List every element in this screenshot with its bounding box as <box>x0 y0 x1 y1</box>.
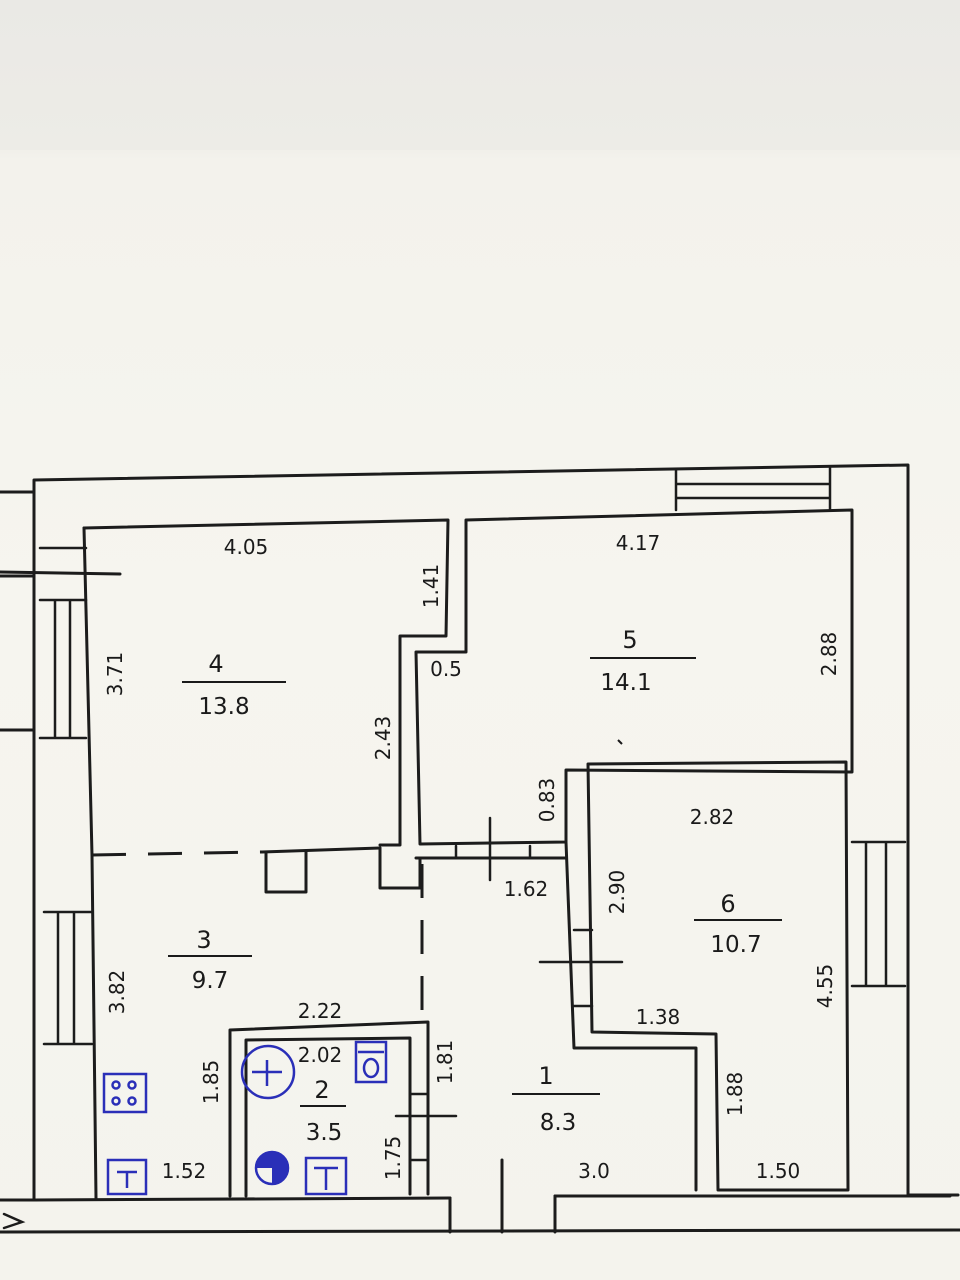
room-6-walls <box>538 760 850 1192</box>
room-area: 9.7 <box>192 968 229 994</box>
dimension-label: 2.02 <box>298 1043 343 1067</box>
room-4-walls <box>82 518 450 857</box>
dimension-label: 1.38 <box>636 1005 681 1029</box>
dimension-label: 0.5 <box>430 657 462 681</box>
room-label-5: 5 14.1 <box>590 626 696 696</box>
window-left-lower <box>42 910 94 1046</box>
room-3-left-wall <box>90 853 98 1200</box>
dimension-label: 2.22 <box>298 999 343 1023</box>
column-stub <box>378 846 422 890</box>
bath-icon <box>240 1044 296 1100</box>
toilet-icon <box>354 1040 388 1084</box>
stove-icon <box>102 1072 148 1114</box>
dimension-label: 1.75 <box>381 1136 405 1181</box>
dimension-label: 1.52 <box>162 1159 207 1183</box>
hall-walls <box>414 816 568 1020</box>
entry-arrow-icon <box>2 1212 26 1230</box>
room-label-1: 1 8.3 <box>512 1062 600 1136</box>
room-label-2: 2 3.5 <box>300 1076 346 1146</box>
dimension-label: 0.83 <box>535 778 559 823</box>
room-number: 1 <box>538 1062 553 1090</box>
dimension-label: 1.41 <box>419 564 443 609</box>
washbasin-icon <box>304 1156 348 1196</box>
room-divider-4-3 <box>91 850 263 857</box>
dimension-label: 3.0 <box>578 1159 610 1183</box>
room-number: 6 <box>720 890 735 918</box>
wall-segment <box>260 846 382 854</box>
room-label-3: 3 9.7 <box>168 926 252 994</box>
paper-top-shadow <box>0 0 960 150</box>
window-right <box>850 840 907 988</box>
dimension-label: 1.50 <box>756 1159 801 1183</box>
dimension-label: 3.82 <box>105 970 129 1015</box>
room-area: 14.1 <box>600 670 651 696</box>
sink-icon <box>106 1158 148 1196</box>
dimension-label: 2.88 <box>817 632 841 677</box>
room-area: 13.8 <box>198 694 249 720</box>
dimension-label: 1.81 <box>433 1040 457 1085</box>
room-number: 2 <box>314 1076 329 1104</box>
room-area: 8.3 <box>540 1110 577 1136</box>
dimension-label: 1.88 <box>723 1072 747 1117</box>
room-label-6: 6 10.7 <box>694 890 782 958</box>
room-number: 3 <box>196 926 211 954</box>
column-stub <box>264 850 308 894</box>
room-number: 5 <box>622 626 637 654</box>
pencil-mark <box>617 739 623 745</box>
dimension-label: 2.90 <box>605 870 629 915</box>
dimension-label: 3.71 <box>103 652 127 697</box>
dimension-label: 2.82 <box>690 805 735 829</box>
dimension-label: 4.55 <box>813 964 837 1009</box>
room-label-4: 4 13.8 <box>182 650 286 720</box>
boiler-icon <box>254 1150 290 1186</box>
room-2-walls <box>228 1020 458 1198</box>
room-area: 3.5 <box>306 1120 343 1146</box>
dimension-label: 2.43 <box>371 716 395 761</box>
room-area: 10.7 <box>710 932 761 958</box>
window-left-upper <box>38 546 88 740</box>
dimension-label: 1.85 <box>199 1060 223 1105</box>
dimension-labels: 4.05 3.71 1.41 2.43 4.17 0.5 2.88 0.83 2… <box>103 531 841 1183</box>
window-top <box>674 466 832 512</box>
room-number: 4 <box>208 650 223 678</box>
dimension-label: 4.17 <box>616 531 661 555</box>
outer-walls <box>0 463 960 1234</box>
dimension-label: 1.62 <box>504 877 549 901</box>
dimension-label: 4.05 <box>224 535 269 559</box>
